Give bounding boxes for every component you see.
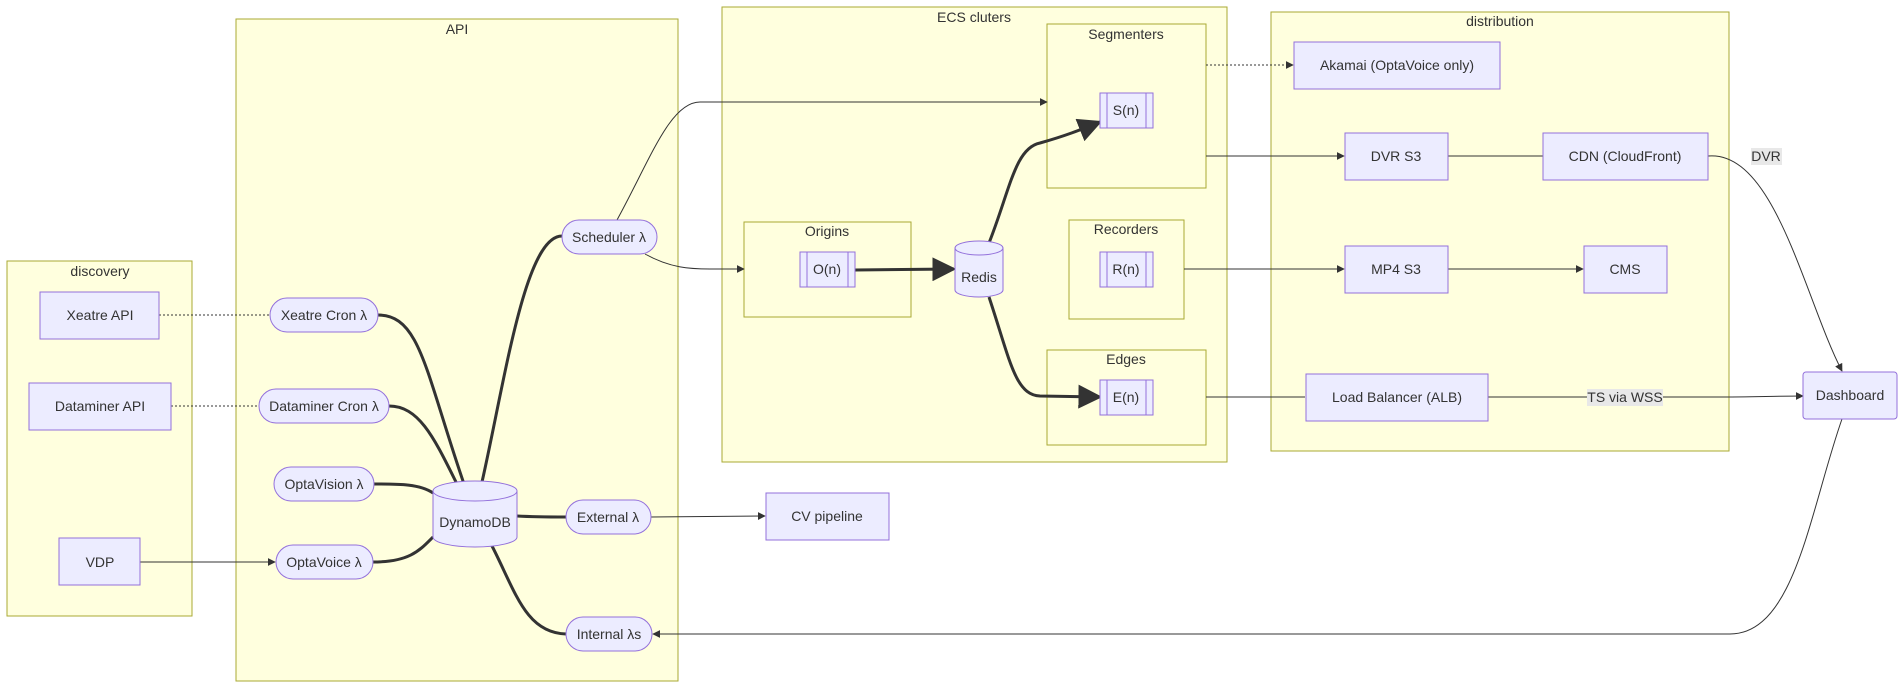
edge-external-to-cv-pipeline xyxy=(650,512,766,521)
edge-optavision-to-dynamodb xyxy=(373,482,434,495)
svg-text:DynamoDB: DynamoDB xyxy=(439,514,511,530)
node-dataminer-api[interactable]: Dataminer API xyxy=(28,382,172,431)
svg-text:E(n): E(n) xyxy=(1113,389,1139,405)
svg-text:CMS: CMS xyxy=(1609,261,1640,277)
group-ecs-label: ECS cluters xyxy=(937,9,1011,25)
group-api: API xyxy=(235,18,679,682)
svg-text:External λ: External λ xyxy=(577,509,639,525)
svg-text:VDP: VDP xyxy=(86,554,115,570)
node-origin-n[interactable]: O(n) xyxy=(799,251,856,288)
node-recorder-n[interactable]: R(n) xyxy=(1099,251,1154,288)
svg-text:OptaVoice λ: OptaVoice λ xyxy=(286,554,362,570)
edge-cdn-to-dashboard xyxy=(1707,155,1843,372)
svg-text:DVR: DVR xyxy=(1751,148,1781,164)
svg-text:Dashboard: Dashboard xyxy=(1816,387,1885,403)
svg-text:DVR S3: DVR S3 xyxy=(1371,148,1422,164)
svg-text:Dataminer API: Dataminer API xyxy=(55,398,145,414)
edge-label-ts-via-wss: TS via WSS xyxy=(1587,389,1663,406)
svg-text:Scheduler λ: Scheduler λ xyxy=(572,229,646,245)
node-segmenter-n[interactable]: S(n) xyxy=(1099,92,1154,129)
edge-xeatre-cron-to-dynamodb xyxy=(377,313,466,485)
edge-origin-to-redis xyxy=(854,257,957,282)
svg-text:Xeatre API: Xeatre API xyxy=(67,307,134,323)
node-vdp[interactable]: VDP xyxy=(58,537,141,586)
svg-text:S(n): S(n) xyxy=(1113,102,1139,118)
svg-text:Redis: Redis xyxy=(961,269,997,285)
edge-dynamodb-to-scheduler xyxy=(480,234,563,483)
group-edges-label: Edges xyxy=(1106,351,1146,367)
edge-dashboard-to-internal xyxy=(652,418,1843,638)
node-dvr-s3[interactable]: DVR S3 xyxy=(1344,132,1449,181)
node-external[interactable]: External λ xyxy=(565,499,652,535)
svg-text:Akamai (OptaVoice only): Akamai (OptaVoice only) xyxy=(1320,57,1474,73)
edge-dynamodb-to-internal xyxy=(489,543,567,636)
svg-text:OptaVision λ: OptaVision λ xyxy=(284,476,363,492)
group-recorders-label: Recorders xyxy=(1094,221,1159,237)
svg-text:Xeatre Cron λ: Xeatre Cron λ xyxy=(281,307,367,323)
group-segmenters-label: Segmenters xyxy=(1088,26,1163,42)
node-dashboard[interactable]: Dashboard xyxy=(1802,371,1898,420)
edge-dataminer-cron-to-dynamodb xyxy=(388,404,460,487)
svg-text:CV pipeline: CV pipeline xyxy=(791,508,863,524)
svg-text:O(n): O(n) xyxy=(813,261,841,277)
node-xeatre-cron[interactable]: Xeatre Cron λ xyxy=(269,297,379,333)
svg-text:R(n): R(n) xyxy=(1112,261,1139,277)
node-dataminer-cron[interactable]: Dataminer Cron λ xyxy=(258,388,390,424)
edges xyxy=(140,61,1843,638)
node-mp4-s3[interactable]: MP4 S3 xyxy=(1344,245,1449,294)
svg-text:TS via WSS: TS via WSS xyxy=(1587,389,1662,405)
svg-text:CDN (CloudFront): CDN (CloudFront) xyxy=(1569,148,1682,164)
node-internal[interactable]: Internal λs xyxy=(565,616,653,652)
node-dynamodb[interactable]: DynamoDB xyxy=(432,480,518,548)
node-optavoice[interactable]: OptaVoice λ xyxy=(275,544,374,580)
svg-text:Dataminer Cron λ: Dataminer Cron λ xyxy=(269,398,379,414)
edge-scheduler-to-origins xyxy=(644,253,745,273)
edge-redis-to-edge xyxy=(987,296,1103,409)
edge-redis-to-segmenter xyxy=(987,118,1103,244)
group-discovery-label: discovery xyxy=(70,263,129,279)
node-scheduler[interactable]: Scheduler λ xyxy=(561,219,658,255)
node-edge-n[interactable]: E(n) xyxy=(1099,379,1154,416)
node-redis[interactable]: Redis xyxy=(954,240,1004,298)
svg-text:Internal λs: Internal λs xyxy=(577,626,642,642)
node-cv-pipeline[interactable]: CV pipeline xyxy=(765,492,890,541)
node-optavision[interactable]: OptaVision λ xyxy=(273,466,375,502)
node-cdn[interactable]: CDN (CloudFront) xyxy=(1542,132,1709,181)
node-akamai[interactable]: Akamai (OptaVoice only) xyxy=(1293,41,1501,90)
edge-dynamodb-to-external xyxy=(516,514,567,519)
edge-scheduler-to-segmenters xyxy=(616,98,1048,221)
group-origins-label: Origins xyxy=(805,223,849,239)
svg-text:MP4 S3: MP4 S3 xyxy=(1371,261,1421,277)
group-distribution-label: distribution xyxy=(1466,13,1534,29)
node-xeatre-api[interactable]: Xeatre API xyxy=(39,291,160,340)
edge-optavoice-to-dynamodb xyxy=(372,535,435,564)
node-cms[interactable]: CMS xyxy=(1583,245,1668,294)
edge-label-dvr: DVR xyxy=(1751,148,1782,165)
svg-text:Load Balancer (ALB): Load Balancer (ALB) xyxy=(1332,389,1462,405)
group-api-label: API xyxy=(446,21,469,37)
edge-load-balancer-to-dashboard xyxy=(1488,392,1804,401)
node-load-balancer[interactable]: Load Balancer (ALB) xyxy=(1305,373,1489,422)
